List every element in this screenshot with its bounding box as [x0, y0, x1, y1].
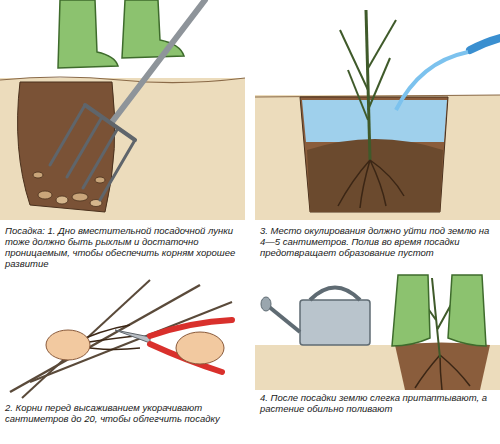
rose-stem	[348, 70, 368, 120]
rubber-boot	[122, 0, 184, 58]
soil	[0, 78, 245, 220]
rubber-boot	[58, 0, 118, 68]
water-stream	[396, 52, 468, 110]
rose-stem	[340, 30, 368, 90]
rose-stem	[367, 20, 396, 70]
hose	[470, 38, 500, 50]
fork-tine	[67, 117, 102, 177]
planting-hole	[300, 97, 448, 212]
fork-handle	[112, 0, 205, 122]
water	[302, 100, 447, 142]
soil	[255, 95, 500, 220]
rose-stem	[10, 285, 200, 392]
panel-water-hole	[255, 10, 500, 220]
planting-hole	[18, 82, 115, 212]
rose-stem	[30, 302, 232, 382]
watering-can	[300, 300, 370, 345]
hand	[46, 330, 90, 360]
rubber-boot	[448, 275, 486, 346]
roots	[338, 160, 404, 208]
shear-blade	[115, 330, 150, 343]
pebble	[95, 177, 105, 183]
hand	[176, 332, 224, 364]
rubber-boot	[392, 275, 430, 346]
panel-firm-water	[255, 275, 500, 390]
panel-dig	[0, 0, 245, 220]
watering-can-spout	[268, 306, 300, 332]
pebble	[38, 191, 52, 199]
watering-can-rose	[261, 297, 271, 311]
caption-text: 2. Корни перед высаживанием укорачивают …	[5, 403, 245, 425]
caption-text: Посадка: 1. Дно вместительной посадочной…	[5, 226, 245, 270]
panel-prune	[10, 280, 232, 398]
rose-stem	[22, 280, 150, 398]
pebble	[33, 172, 43, 178]
roots	[415, 355, 470, 390]
watering-can-handle	[310, 288, 360, 301]
caption-text: 3. Место окулирования должно уйти под зе…	[260, 226, 496, 259]
planting-hole	[395, 343, 490, 391]
fork-tine	[100, 140, 135, 200]
pebble	[72, 193, 88, 201]
pebble	[56, 196, 68, 204]
rose-stem	[368, 58, 390, 110]
soil-mound	[307, 139, 443, 212]
caption-text: 4. После посадки землю слегка притаптыва…	[260, 393, 496, 415]
